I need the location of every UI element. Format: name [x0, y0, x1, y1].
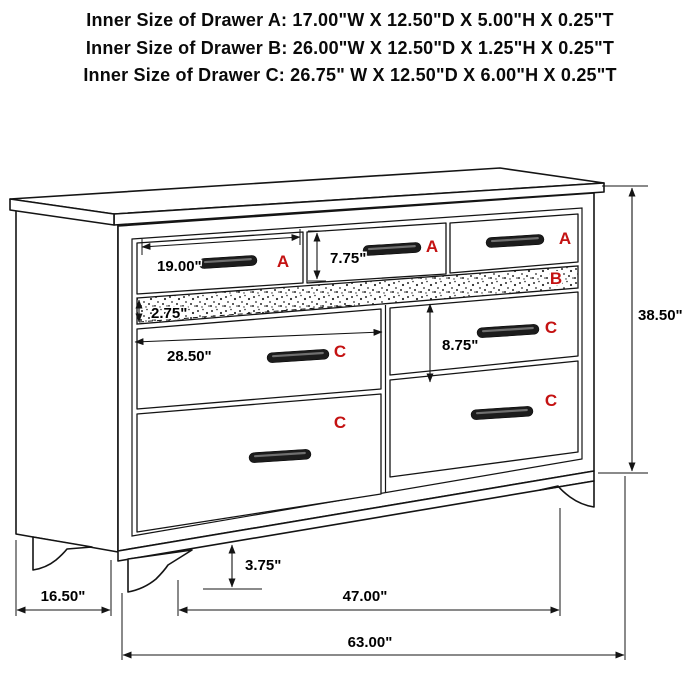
dresser-body: A A A B C C C C: [9, 167, 605, 593]
dimension-overall-height: 38.50": [598, 185, 684, 474]
foot-front-right: [539, 480, 595, 508]
foot-front-left: [127, 549, 193, 593]
extension-dashed-line: [138, 304, 356, 323]
dimension-value: 47.00": [343, 588, 388, 605]
spec-line-drawer-a: Inner Size of Drawer A: 17.00"W X 12.50"…: [86, 10, 614, 30]
dimension-value: 2.75": [151, 305, 187, 322]
dimension-drawer-a-width: 19.00": [141, 229, 301, 277]
dimension-value: 38.50": [638, 307, 683, 324]
dimension-line: [141, 234, 301, 250]
spec-header: Inner Size of Drawer A: 17.00"W X 12.50"…: [0, 7, 700, 90]
drawer-c4-label: C: [545, 391, 557, 410]
dimension-value: 16.50": [41, 588, 86, 605]
drawer-a2-label: A: [426, 237, 438, 256]
face-frame: [131, 207, 583, 537]
drawer-c3-handle: [476, 324, 540, 338]
dimension-drawer-c-height: 8.75": [426, 303, 480, 383]
dimension-foot-span: 47.00": [177, 508, 561, 616]
dimension-foot-height: 3.75": [203, 544, 283, 590]
dimension-value: 19.00": [157, 258, 202, 275]
drawer-a2-handle: [362, 242, 422, 256]
left-side-panel: [15, 205, 119, 553]
dimension-value: 3.75": [245, 557, 281, 574]
drawer-c1-label: C: [334, 342, 346, 361]
dimension-value: 63.00": [348, 634, 393, 651]
dimension-value: 7.75": [330, 250, 366, 267]
dimension-drawer-c-width: 28.50": [134, 328, 383, 367]
drawer-a3-handle: [485, 234, 545, 248]
drawer-c2-handle: [248, 449, 312, 463]
spec-line-drawer-b: Inner Size of Drawer B: 26.00"W X 12.50"…: [85, 37, 615, 58]
drawer-a1-handle: [198, 255, 258, 269]
foot-side-left: [32, 536, 93, 571]
dimension-line: [134, 328, 383, 346]
drawer-c1-handle: [266, 349, 330, 363]
drawer-c4-handle: [470, 406, 534, 420]
spec-line-drawer-c: Inner Size of Drawer C: 26.75" W X 12.50…: [83, 65, 617, 85]
dimension-value: 8.75": [442, 337, 478, 354]
dimension-drawer-b-height: 2.75": [135, 299, 356, 324]
top-edge-left: [9, 198, 115, 226]
drawer-b-label: B: [550, 269, 562, 288]
dimension-value: 28.50": [167, 348, 212, 365]
drawer-c3-label: C: [545, 318, 557, 337]
dimension-drawer-a-height: 7.75": [308, 230, 368, 282]
drawer-c2: [136, 393, 382, 533]
drawer-a3-label: A: [559, 229, 571, 248]
drawer-a1-label: A: [277, 252, 289, 271]
drawer-c2-label: C: [334, 413, 346, 432]
dimension-depth: 16.50": [15, 540, 112, 616]
dimension-overall-width: 63.00": [121, 476, 626, 660]
